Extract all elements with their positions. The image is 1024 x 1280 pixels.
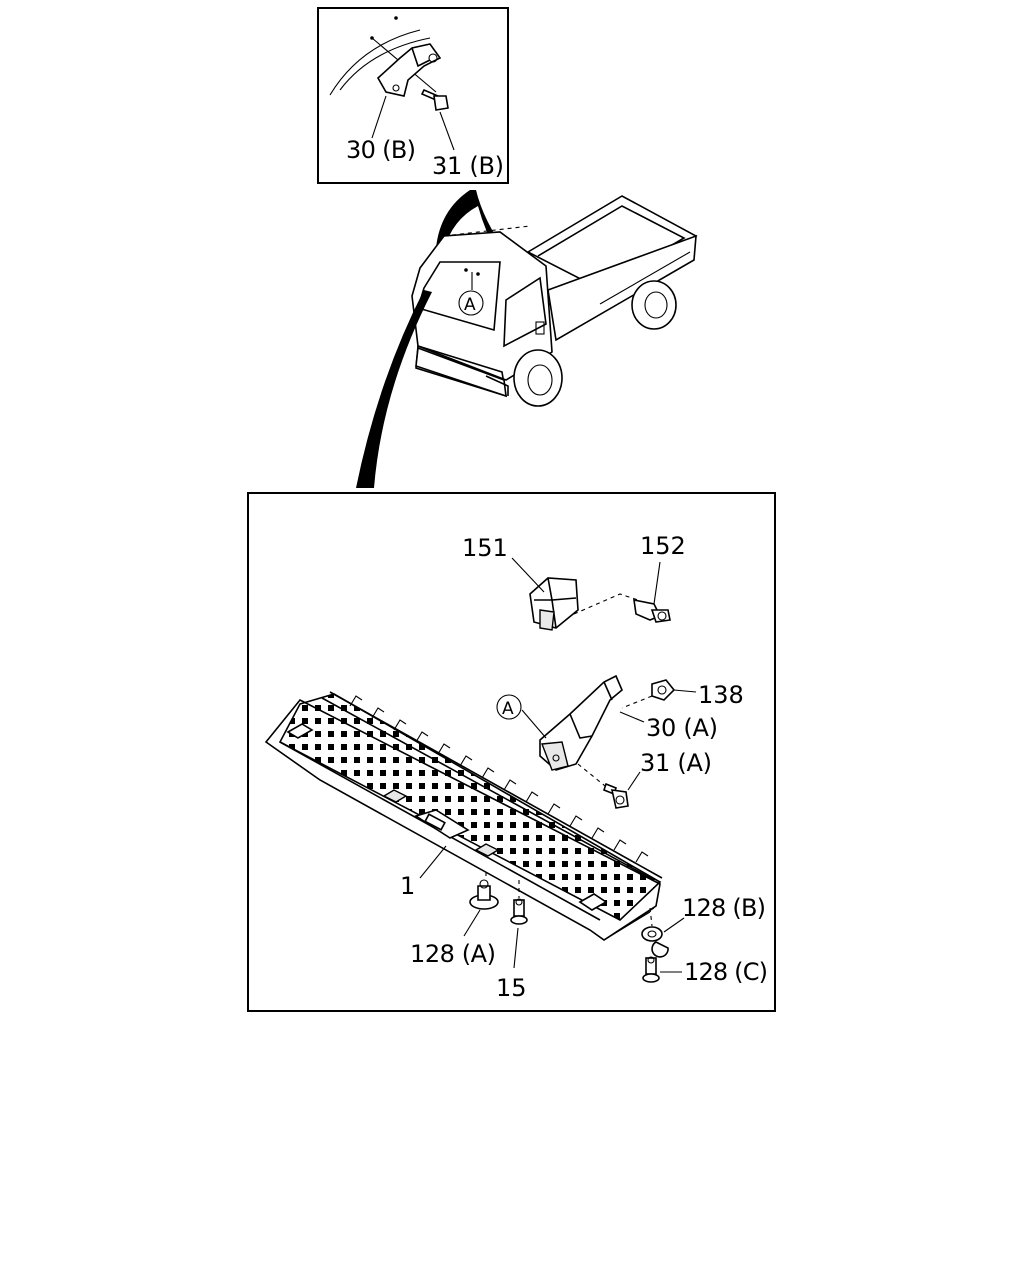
inset-detail-b: 30 (B) 31 (B) (317, 7, 509, 184)
bracket-30a-part (539, 674, 623, 771)
screw-15-part (510, 898, 528, 925)
truck-illustration: A (411, 195, 698, 407)
bracket-30b-part (376, 43, 442, 97)
marker-a-label-truck: A (464, 295, 476, 315)
grommet-128a-part (469, 879, 499, 910)
clip-152-part (633, 598, 671, 623)
callout-30a: 30 (A) (646, 714, 718, 742)
callout-128c: 128 (C) (684, 958, 768, 986)
callout-1: 1 (400, 872, 415, 900)
callout-128a: 128 (A) (410, 940, 496, 968)
callout-151: 151 (462, 534, 508, 562)
marker-a-label-detail: A (502, 699, 514, 719)
callout-152: 152 (640, 532, 686, 560)
bolt-31a-part (603, 782, 629, 809)
callout-128b: 128 (B) (682, 894, 766, 922)
marker-a-circle-detail (496, 694, 522, 720)
marker-a-circle-truck (458, 290, 484, 316)
main-detail-box: 151 152 A 138 30 (A) 31 (A (247, 492, 776, 1012)
bolt-31b-part (420, 88, 449, 111)
callout-31a: 31 (A) (640, 749, 712, 777)
nut-138-part (651, 679, 676, 701)
callout-31b: 31 (B) (432, 152, 504, 180)
callout-30b: 30 (B) (346, 136, 416, 164)
leader-wedge-bottom (356, 290, 432, 488)
callout-138: 138 (698, 681, 744, 709)
washer-128b-part (641, 926, 669, 958)
trim-panel-1-part (264, 691, 663, 941)
screw-128c-part (642, 956, 660, 983)
callout-15: 15 (496, 974, 527, 1002)
